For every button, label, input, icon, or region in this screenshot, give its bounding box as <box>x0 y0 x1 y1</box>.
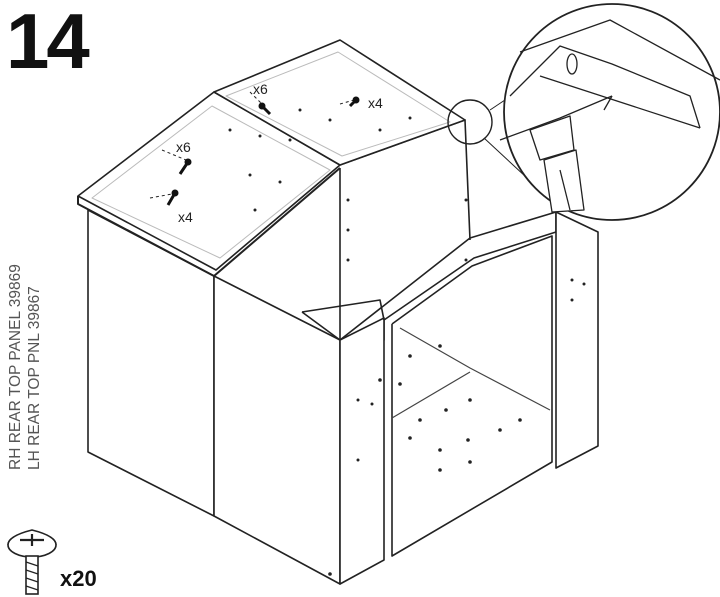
interior-floor-edge <box>391 371 471 419</box>
callout-right-upper: x6 <box>253 81 268 97</box>
step-number: 14 <box>6 0 90 85</box>
screw-icon <box>7 529 57 595</box>
hardware-quantity: x20 <box>60 566 97 591</box>
zoom-detail-content <box>499 19 720 213</box>
right-roof-panel <box>213 39 466 166</box>
zoom-detail-circle <box>503 3 720 221</box>
callout-left-upper: x6 <box>176 139 191 155</box>
roof-screws <box>149 91 355 199</box>
screw-hole-dots <box>228 108 586 576</box>
callout-right-lower: x4 <box>368 95 383 111</box>
front-right-post <box>339 317 385 585</box>
screw-glyphs <box>166 96 360 206</box>
roof-edge <box>77 167 341 277</box>
callout-left-lower: x4 <box>178 209 193 225</box>
part-label-rh: RH REAR TOP PANEL 39869 <box>7 264 24 470</box>
detail-marker <box>447 99 493 145</box>
front-gable-panel <box>339 211 557 341</box>
part-label-lh: LH REAR TOP PNL 39867 <box>26 286 43 470</box>
front-left-wall-panel <box>213 275 341 585</box>
left-roof-inner-edge <box>91 105 331 259</box>
interior-back-edge <box>399 327 551 411</box>
right-roof-inner-edge <box>225 51 451 157</box>
door-frame <box>391 235 553 557</box>
part-label-group: RH REAR TOP PANEL 39869 LH REAR TOP PNL … <box>6 264 44 470</box>
inner-rail <box>301 299 385 321</box>
top-rail <box>301 311 341 341</box>
right-wall-panel <box>555 211 599 469</box>
